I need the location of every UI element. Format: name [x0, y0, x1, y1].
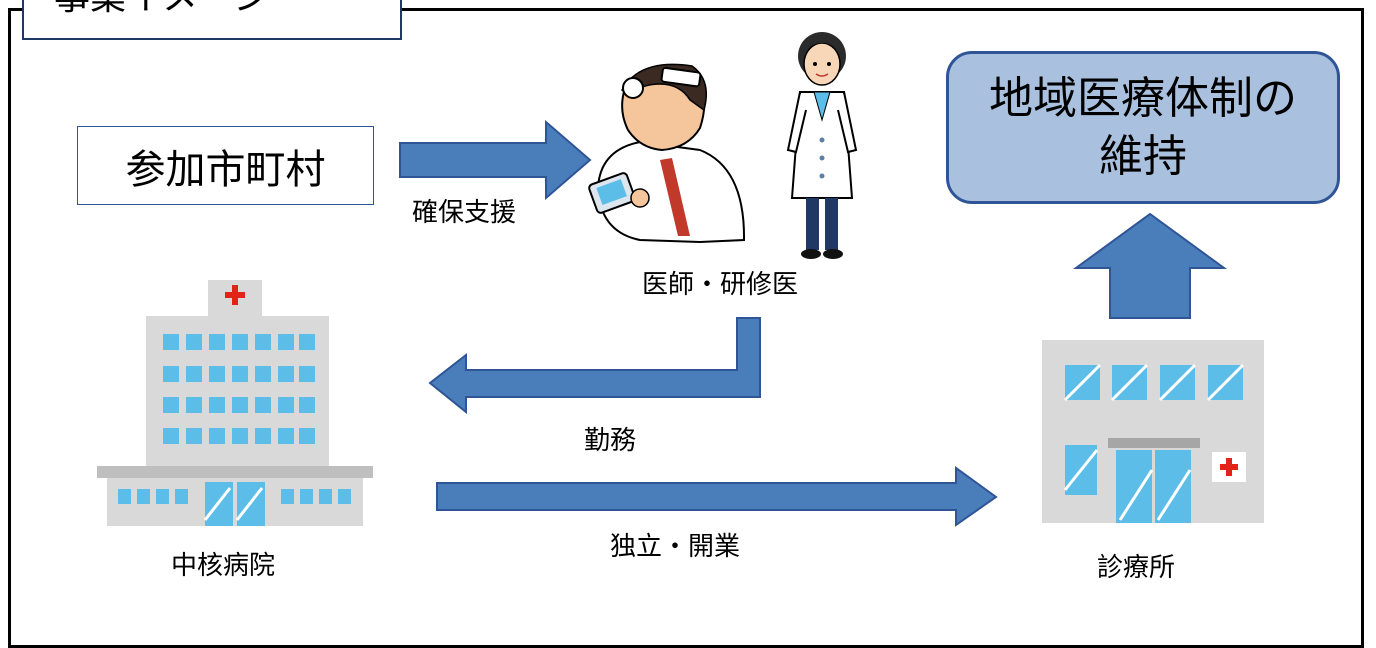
support-arrow-label: 確保支援: [412, 198, 517, 228]
support-arrow: [399, 119, 592, 201]
core-hospital-label: 中核病院: [171, 551, 276, 581]
clinic-label: 診療所: [1097, 553, 1176, 583]
participants-box: 参加市町村: [77, 126, 374, 205]
goal-label-line2: 維持: [1099, 130, 1187, 182]
work-arrow-label: 勤務: [584, 426, 637, 456]
hospital-building-icon: [97, 280, 373, 526]
up-arrow: [1072, 212, 1228, 319]
doctor-icon: [588, 63, 746, 244]
female-doctor-icon: [786, 32, 858, 259]
doctors-label: 医師・研修医: [642, 270, 799, 300]
diagram-graphics: [97, 32, 1264, 527]
independence-arrow: [436, 466, 998, 527]
goal-label-line1: 地域医療体制の: [989, 72, 1297, 124]
independence-arrow-label: 独立・開業: [610, 532, 741, 562]
diagram-title: 事業イメージ: [22, 0, 402, 40]
goal-box: 地域医療体制の 維持: [946, 51, 1340, 204]
work-arrow: [428, 317, 761, 415]
participants-label: 参加市町村: [125, 146, 326, 193]
clinic-building-icon: [1042, 340, 1264, 523]
